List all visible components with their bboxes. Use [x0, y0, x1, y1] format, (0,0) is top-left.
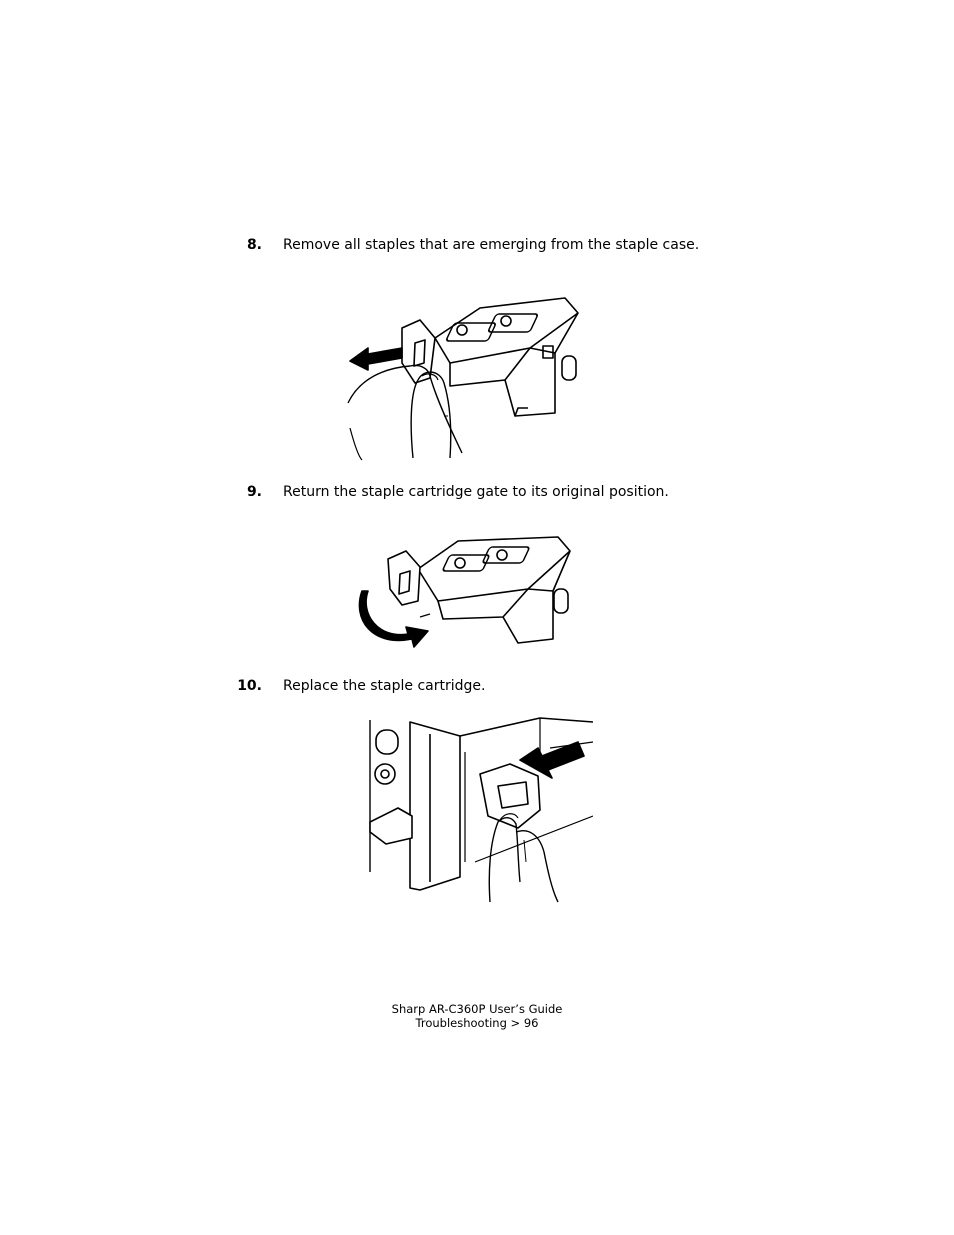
- step-number: 9.: [246, 484, 262, 500]
- footer-section-page: Troubleshooting > 96: [415, 1016, 539, 1030]
- step-text: Replace the staple cartridge.: [283, 678, 486, 694]
- step-number: 10.: [237, 678, 262, 694]
- replace-cartridge-illustration: [340, 712, 593, 905]
- page-footer: Sharp AR-C360P User’s Guide Troubleshoot…: [0, 1002, 954, 1030]
- step-number: 8.: [246, 237, 262, 253]
- return-gate-illustration: [358, 519, 574, 657]
- step-8: 8. Remove all staples that are emerging …: [0, 237, 954, 259]
- step-text: Remove all staples that are emerging fro…: [283, 237, 700, 253]
- remove-staples-illustration: [340, 268, 593, 462]
- step-10: 10. Replace the staple cartridge.: [0, 678, 954, 700]
- footer-guide-title: Sharp AR-C360P User’s Guide: [391, 1002, 563, 1016]
- step-text: Return the staple cartridge gate to its …: [283, 484, 669, 500]
- step-9: 9. Return the staple cartridge gate to i…: [0, 484, 954, 506]
